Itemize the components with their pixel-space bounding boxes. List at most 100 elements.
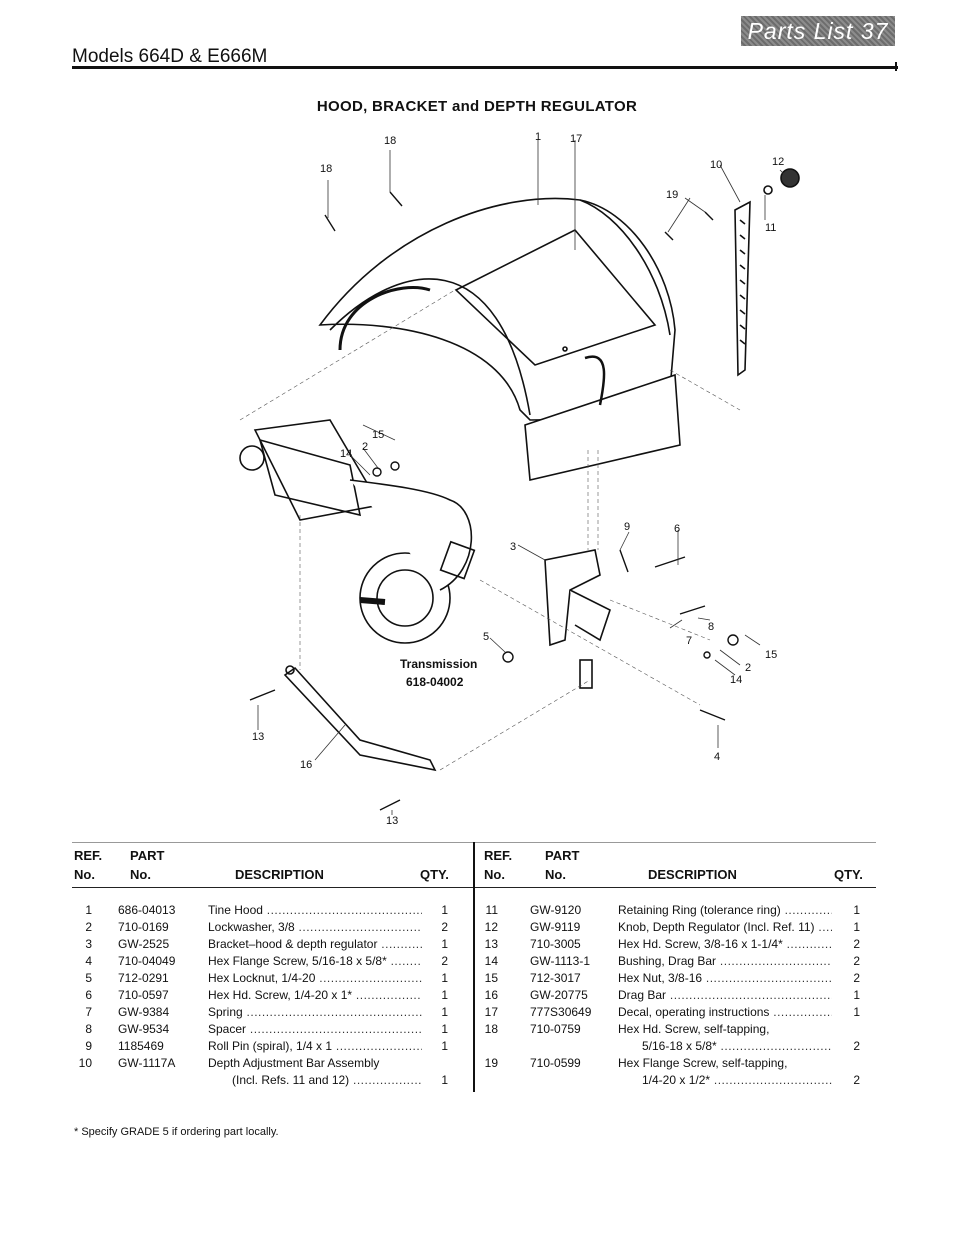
part-description: Lockwasher, 3/8 ........................… — [208, 920, 422, 934]
part-description: Depth Adjustment Bar Assembly — [208, 1056, 422, 1070]
ref-number: 15 — [484, 971, 498, 985]
callout-1: 1 — [535, 131, 541, 143]
table-row: 16 GW-20775 Drag Bar .....................… — [478, 988, 868, 1005]
description-text: Drag Bar — [618, 988, 667, 1002]
quantity: 2 — [853, 954, 860, 968]
ref-number: 13 — [484, 937, 498, 951]
callout-18-top: 18 — [384, 135, 396, 147]
dot-leader: ........................................… — [298, 920, 422, 934]
description-text: Hex Flange Screw, 5/16-18 x 5/8* — [208, 954, 387, 968]
footnote: * Specify GRADE 5 if ordering part local… — [74, 1126, 279, 1138]
section-title: HOOD, BRACKET and DEPTH REGULATOR — [316, 98, 638, 115]
part-description: (Incl. Refs. 11 and 12) ................… — [232, 1073, 422, 1087]
callout-4: 4 — [714, 751, 720, 763]
dot-leader: ........................................… — [705, 971, 832, 985]
quantity: 1 — [441, 1005, 448, 1019]
description-text: 1/4-20 x 1/2* — [642, 1073, 711, 1087]
quantity: 2 — [441, 954, 448, 968]
part-number: GW-1117A — [118, 1056, 176, 1070]
dot-leader: ........................................… — [319, 971, 422, 985]
dot-leader: ........................................… — [786, 937, 832, 951]
description-text: Tine Hood — [208, 903, 263, 917]
quantity: 2 — [853, 1039, 860, 1053]
ref-number: 16 — [484, 988, 498, 1002]
quantity: 1 — [441, 1022, 448, 1036]
quantity: 1 — [441, 937, 448, 951]
dot-leader: ........................................… — [355, 988, 422, 1002]
callout-9: 9 — [624, 521, 630, 533]
callout-16: 16 — [300, 759, 312, 771]
fastener-drawings — [249, 191, 739, 811]
transmission-drawing — [239, 419, 476, 644]
callout-7: 7 — [686, 635, 692, 647]
description-text: Bracket–hood & depth regulator — [208, 937, 378, 951]
callout-2-lower: 2 — [745, 662, 751, 674]
part-number: GW-9384 — [118, 1005, 170, 1019]
part-description: Retaining Ring (tolerance ring) ........… — [618, 903, 832, 917]
part-number: 777S30649 — [530, 1005, 592, 1019]
callout-17: 17 — [570, 133, 582, 145]
quantity: 1 — [441, 903, 448, 917]
callout-8: 8 — [708, 621, 714, 633]
dot-leader: ........................................… — [773, 1005, 832, 1019]
dot-leader: ........................................… — [249, 1022, 422, 1036]
callout-12: 12 — [772, 156, 784, 168]
table-column-divider — [473, 842, 475, 1092]
dot-leader: ........................................… — [669, 988, 832, 1002]
quantity: 1 — [441, 988, 448, 1002]
part-description: Spacer .................................… — [208, 1022, 422, 1036]
ref-number: 14 — [484, 954, 498, 968]
description-text: Hex Flange Screw, self-tapping, — [618, 1056, 788, 1070]
description-text: Spacer — [208, 1022, 247, 1036]
callout-11: 11 — [765, 222, 776, 234]
ref-number: 8 — [85, 1022, 92, 1036]
dot-leader: ........................................… — [818, 920, 832, 934]
header-part-left: PART — [130, 848, 165, 863]
ref-number: 11 — [485, 903, 498, 917]
description-text: Decal, operating instructions — [618, 1005, 770, 1019]
ref-number: 1 — [85, 903, 92, 917]
quantity: 2 — [853, 971, 860, 985]
quantity: 2 — [853, 937, 860, 951]
part-description: Tine Hood ..............................… — [208, 903, 422, 917]
header-part-no-left: No. — [130, 867, 151, 882]
callout-18-left: 18 — [320, 163, 332, 175]
part-description: Decal, operating instructions ..........… — [618, 1005, 832, 1019]
description-text: Hex Hd. Screw, self-tapping, — [618, 1022, 770, 1036]
description-text: Hex Hd. Screw, 1/4-20 x 1* — [208, 988, 353, 1002]
callout-13-left: 13 — [252, 731, 264, 743]
part-description: Hex Hd. Screw, 1/4-20 x 1* .............… — [208, 988, 422, 1002]
depth-adjustment-bar-drawing — [734, 168, 800, 377]
ref-number: 7 — [85, 1005, 92, 1019]
header-qty-right: QTY. — [834, 867, 863, 882]
header-description-right: DESCRIPTION — [648, 867, 737, 882]
exploded-parts-diagram: 18 18 1 17 10 12 19 11 15 2 14 9 6 3 8 7… — [239, 131, 800, 827]
quantity: 1 — [441, 1039, 448, 1053]
part-description: 1/4-20 x 1/2* ..........................… — [642, 1073, 832, 1087]
quantity: 1 — [853, 903, 860, 917]
callout-19: 19 — [666, 189, 678, 201]
dot-leader: ........................................… — [335, 1039, 422, 1053]
header-qty-left: QTY. — [420, 867, 449, 882]
part-description: Hex Nut, 3/8-16 ........................… — [618, 971, 832, 985]
part-number: GW-9120 — [530, 903, 582, 917]
description-text: (Incl. Refs. 11 and 12) — [232, 1073, 350, 1087]
part-number: GW-20775 — [530, 988, 588, 1002]
part-number: 712-0291 — [118, 971, 169, 985]
part-number: 710-0759 — [530, 1022, 581, 1036]
part-number: 710-04049 — [118, 954, 176, 968]
part-number: GW-9119 — [530, 920, 581, 934]
ref-number: 3 — [85, 937, 92, 951]
part-number: 712-3017 — [530, 971, 581, 985]
ref-number: 12 — [484, 920, 498, 934]
callout-10: 10 — [710, 159, 722, 171]
description-text: Roll Pin (spiral), 1/4 x 1 — [208, 1039, 333, 1053]
